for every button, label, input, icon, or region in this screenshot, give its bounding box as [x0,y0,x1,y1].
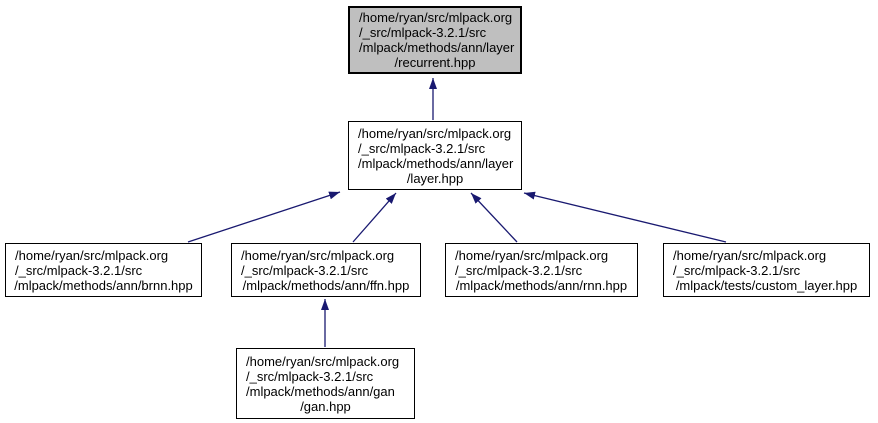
node-path-line: /_src/mlpack-3.2.1/src [359,25,487,40]
node-path-line: /mlpack/methods/ann/layer [358,155,514,171]
node-path-line: /_src/mlpack-3.2.1/src [15,262,143,278]
graph-node-ffn-hpp[interactable]: /home/ryan/src/mlpack.org /_src/mlpack-3… [231,243,421,297]
edge-custom-layer-to-layer-arrow [523,191,727,243]
node-path-line: /gan.hpp [300,398,351,414]
graph-node-rnn-hpp[interactable]: /home/ryan/src/mlpack.org /_src/mlpack-3… [445,243,638,297]
node-path-line: /recurrent.hpp [394,55,476,70]
node-path-line: /home/ryan/src/mlpack.org [358,125,512,141]
node-path-line: /mlpack/methods/ann/brnn.hpp [14,277,193,293]
node-path-line: /mlpack/methods/ann/ffn.hpp [242,277,410,293]
node-path-line: /home/ryan/src/mlpack.org [455,247,609,263]
node-path-line: /_src/mlpack-3.2.1/src [673,262,801,278]
graph-node-brnn-hpp[interactable]: /home/ryan/src/mlpack.org /_src/mlpack-3… [5,243,202,297]
edge-rnn-to-layer-arrow [470,192,518,243]
node-path-line: /home/ryan/src/mlpack.org [359,10,513,25]
node-path-line: /mlpack/methods/ann/rnn.hpp [455,277,628,293]
edge-brnn-to-layer-arrow [187,191,341,243]
node-path-line: /_src/mlpack-3.2.1/src [455,262,583,278]
graph-node-custom-layer-hpp[interactable]: /home/ryan/src/mlpack.org /_src/mlpack-3… [663,243,870,297]
node-path-line: /home/ryan/src/mlpack.org [246,353,400,369]
node-path-line: /_src/mlpack-3.2.1/src [246,368,374,384]
node-path-line: /home/ryan/src/mlpack.org [241,247,395,263]
edge-ffn-to-layer-arrow [352,192,397,243]
graph-node-recurrent-hpp[interactable]: /home/ryan/src/mlpack.org /_src/mlpack-3… [348,6,522,74]
graph-node-layer-hpp[interactable]: /home/ryan/src/mlpack.org /_src/mlpack-3… [348,121,522,190]
node-path-line: /layer.hpp [406,170,464,186]
node-path-line: /mlpack/methods/ann/layer [359,40,515,55]
node-path-line: /mlpack/tests/custom_layer.hpp [675,277,858,293]
graph-node-gan-hpp[interactable]: /home/ryan/src/mlpack.org /_src/mlpack-3… [236,348,415,419]
node-path-line: /_src/mlpack-3.2.1/src [358,140,486,156]
node-path-line: /home/ryan/src/mlpack.org [15,247,169,263]
node-path-line: /mlpack/methods/ann/gan [246,383,395,399]
node-path-line: /home/ryan/src/mlpack.org [673,247,827,263]
node-path-line: /_src/mlpack-3.2.1/src [241,262,369,278]
